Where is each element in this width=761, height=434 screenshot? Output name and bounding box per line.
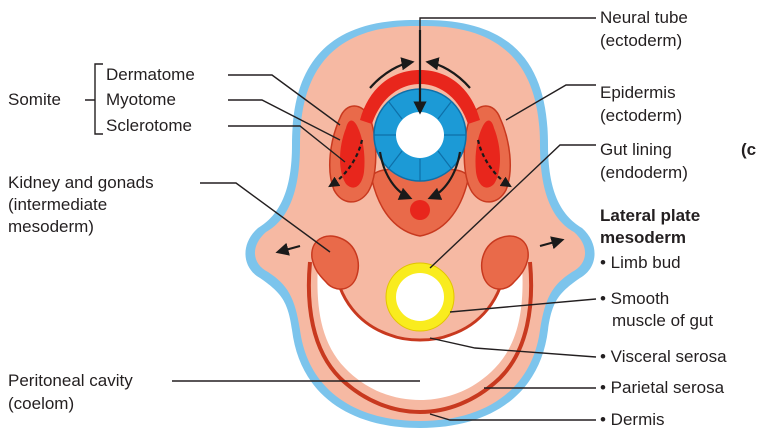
label-visceral-serosa: • Visceral serosa bbox=[600, 347, 727, 367]
label-smooth-muscle-2: muscle of gut bbox=[612, 311, 713, 331]
label-limb-bud: • Limb bud bbox=[600, 253, 681, 273]
label-coelom: (coelom) bbox=[8, 394, 74, 414]
label-gut-lining-layer: (endoderm) bbox=[600, 163, 688, 183]
label-kidney-gonads-sub1: (intermediate bbox=[8, 195, 107, 215]
label-dermis: • Dermis bbox=[600, 410, 665, 430]
label-peritoneal-cavity: Peritoneal cavity bbox=[8, 371, 133, 391]
label-lateral-plate-1: Lateral plate bbox=[600, 206, 700, 226]
label-sclerotome: Sclerotome bbox=[106, 116, 192, 136]
gut-lumen bbox=[396, 273, 444, 321]
label-kidney-gonads-sub2: mesoderm) bbox=[8, 217, 94, 237]
label-epidermis-layer: (ectoderm) bbox=[600, 106, 682, 126]
notochord bbox=[410, 200, 430, 220]
label-neural-tube: Neural tube bbox=[600, 8, 688, 28]
label-kidney-gonads: Kidney and gonads bbox=[8, 173, 154, 193]
label-epidermis: Epidermis bbox=[600, 83, 676, 103]
label-dermatome: Dermatome bbox=[106, 65, 195, 85]
label-myotome: Myotome bbox=[106, 90, 176, 110]
label-parietal-serosa: • Parietal serosa bbox=[600, 378, 724, 398]
label-smooth-muscle-1: • Smooth bbox=[600, 289, 669, 309]
label-somite: Somite bbox=[8, 90, 61, 110]
label-neural-tube-layer: (ectoderm) bbox=[600, 31, 682, 51]
label-gut-lining: Gut lining bbox=[600, 140, 672, 160]
label-lateral-plate-2: mesoderm bbox=[600, 228, 686, 248]
label-panel-letter: (c bbox=[741, 140, 756, 160]
